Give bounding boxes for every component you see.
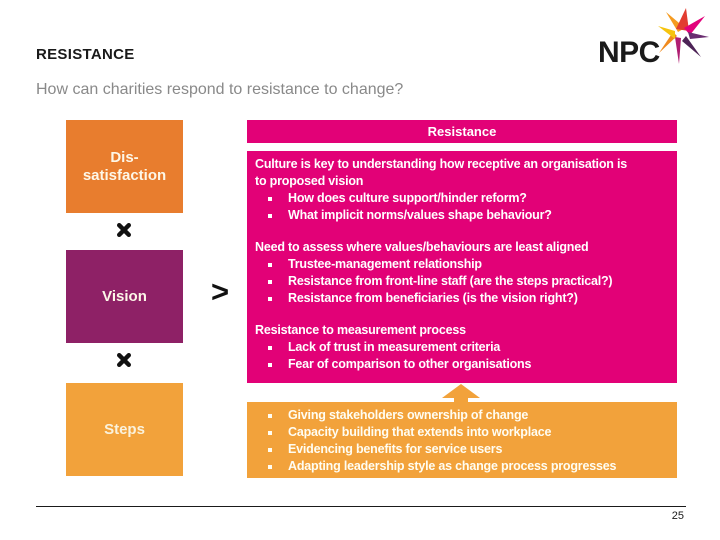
bullet-text: Trustee-management relationship [288,257,482,271]
bullet-marker-icon [268,214,272,218]
resistance-panel: Culture is key to understanding how rece… [247,151,677,383]
resistance-block-measurement: Resistance to measurement process Lack o… [255,322,669,373]
up-arrow-icon [442,384,480,410]
page-number: 25 [671,510,684,522]
bullet-text: Resistance from front-line staff (are th… [288,274,613,288]
bullet-item: Capacity building that extends into work… [255,424,669,441]
resistance-block-values: Need to assess where values/behaviours a… [255,239,669,307]
block-heading: Resistance to measurement process [255,323,466,337]
bullet-marker-icon [268,465,272,469]
bullet-item: Trustee-management relationship [255,256,669,273]
bullet-marker-icon [268,263,272,267]
bullet-item: Fear of comparison to other organisation… [255,356,669,373]
bullet-text: Lack of trust in measurement criteria [288,340,501,354]
footer-divider [36,506,686,507]
bullet-item: Resistance from beneficiaries (is the vi… [255,290,669,307]
greater-than-symbol: > [211,274,230,309]
block-heading: Culture is key to understanding how rece… [255,157,627,188]
bullet-marker-icon [268,363,272,367]
resistance-block-culture: Culture is key to understanding how rece… [255,156,669,224]
page-title: RESISTANCE [36,46,135,63]
page-subtitle: How can charities respond to resistance … [36,81,404,98]
bullet-item: Evidencing benefits for service users [255,441,669,458]
bullet-text: Evidencing benefits for service users [288,442,503,456]
dissatisfaction-label-line1: Dis- [110,148,139,166]
npc-logo-text: NPC [598,36,660,69]
bullet-item: Resistance from front-line staff (are th… [255,273,669,290]
bullet-text: Resistance from beneficiaries (is the vi… [288,291,578,305]
bullet-text: Adapting leadership style as change proc… [288,459,617,473]
bullet-text: What implicit norms/values shape behavio… [288,208,552,222]
npc-logo: NPC [596,8,714,72]
multiply-icon [117,223,131,237]
bullet-marker-icon [268,346,272,350]
bullet-marker-icon [268,280,272,284]
npc-starburst-icon [658,8,709,64]
bullet-text: Capacity building that extends into work… [288,425,552,439]
bullet-marker-icon [268,297,272,301]
bullet-item: How does culture support/hinder reform? [255,190,669,207]
bullet-item: Giving stakeholders ownership of change [255,407,669,424]
dissatisfaction-label-line2: satisfaction [82,166,167,184]
dissatisfaction-box: Dis- satisfaction [66,120,183,213]
steps-box: Steps [66,383,183,476]
bullet-marker-icon [268,431,272,435]
response-box: Giving stakeholders ownership of change … [247,402,677,478]
vision-box: Vision [66,250,183,343]
bullet-item: Adapting leadership style as change proc… [255,458,669,475]
bullet-text: Giving stakeholders ownership of change [288,408,529,422]
block-heading: Need to assess where values/behaviours a… [255,240,589,254]
bullet-marker-icon [268,197,272,201]
resistance-header: Resistance [247,120,677,143]
steps-label: Steps [104,420,145,438]
bullet-text: Fear of comparison to other organisation… [288,357,532,371]
vision-label: Vision [102,287,147,305]
multiply-icon [117,353,131,367]
bullet-marker-icon [268,448,272,452]
bullet-marker-icon [268,414,272,418]
bullet-item: Lack of trust in measurement criteria [255,339,669,356]
bullet-item: What implicit norms/values shape behavio… [255,207,669,224]
bullet-text: How does culture support/hinder reform? [288,191,527,205]
